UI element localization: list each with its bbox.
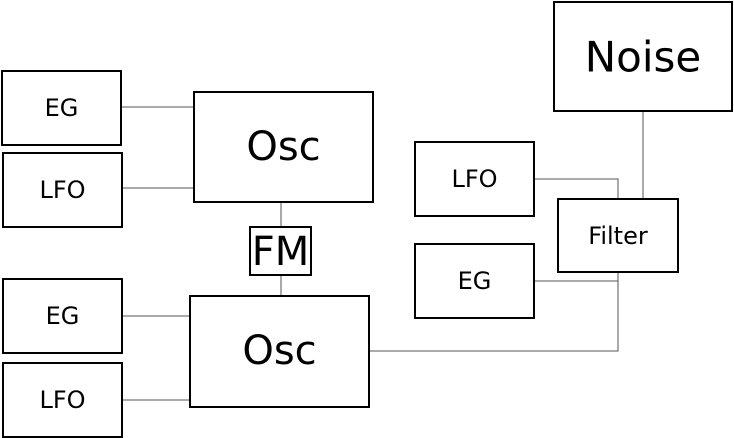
filter-block: Filter [557, 198, 679, 273]
lfo-right-label: LFO [451, 165, 497, 193]
lfo-top-label: LFO [39, 176, 85, 204]
eg-right-block: EG [414, 243, 535, 319]
lfo-right-block: LFO [414, 141, 535, 217]
eg-top-label: EG [45, 94, 79, 122]
lfo-bottom-block: LFO [2, 362, 123, 438]
connections [121, 106, 644, 401]
eg-bottom-block: EG [2, 278, 123, 354]
lfo-top-block: LFO [2, 152, 123, 228]
eg-bottom-label: EG [46, 302, 80, 330]
noise-block: Noise [553, 1, 733, 112]
osc-bottom-block: Osc [189, 295, 370, 408]
fm-label: FM [252, 229, 310, 275]
eg-right-label: EG [458, 267, 492, 295]
wire-osc-bottom-to-filter [369, 272, 619, 352]
osc-top-label: Osc [246, 124, 320, 170]
filter-label: Filter [588, 222, 648, 250]
eg-top-block: EG [1, 70, 122, 146]
lfo-bottom-label: LFO [39, 386, 85, 414]
osc-bottom-label: Osc [242, 328, 316, 374]
noise-label: Noise [585, 33, 702, 82]
wire-lfo-right-to-filter [534, 178, 619, 199]
fm-block: FM [249, 226, 312, 276]
osc-top-block: Osc [193, 91, 374, 203]
